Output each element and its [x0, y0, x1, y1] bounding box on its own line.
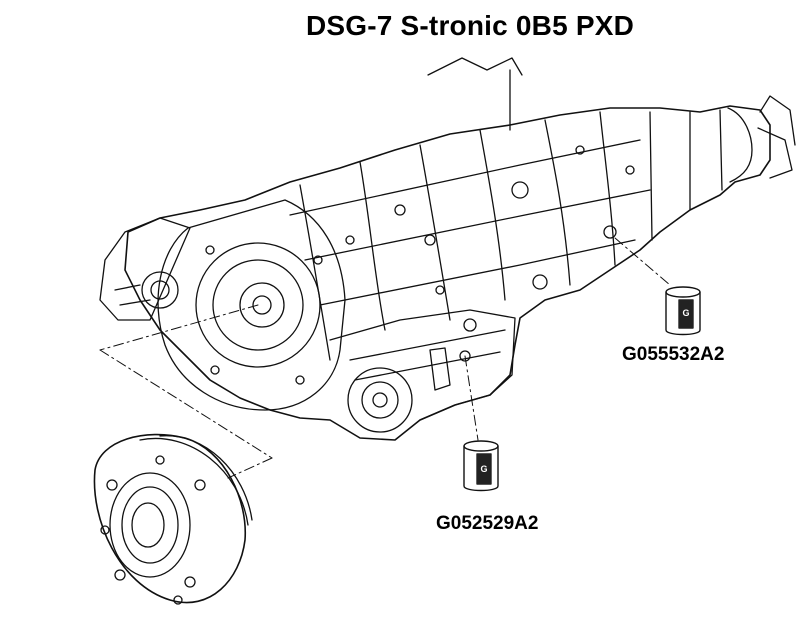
title-leader-bracket — [427, 57, 523, 131]
oil-brand-logo-icon: G — [682, 308, 689, 318]
part-leader-lower — [464, 355, 479, 441]
transmission-housing — [99, 95, 796, 441]
fluid-bottle-icon: G — [463, 440, 499, 492]
part-number-label: G055532A2 — [622, 344, 725, 365]
flywheel-flange — [93, 433, 253, 605]
part-leader-upper — [614, 237, 671, 286]
fluid-bottle-icon: G — [665, 286, 701, 336]
alignment-lines — [99, 304, 273, 479]
part-number-label: G052529A2 — [436, 513, 539, 534]
oil-brand-logo-icon: G — [480, 464, 487, 474]
diagram-title: DSG-7 S-tronic 0B5 PXD — [305, 10, 635, 41]
